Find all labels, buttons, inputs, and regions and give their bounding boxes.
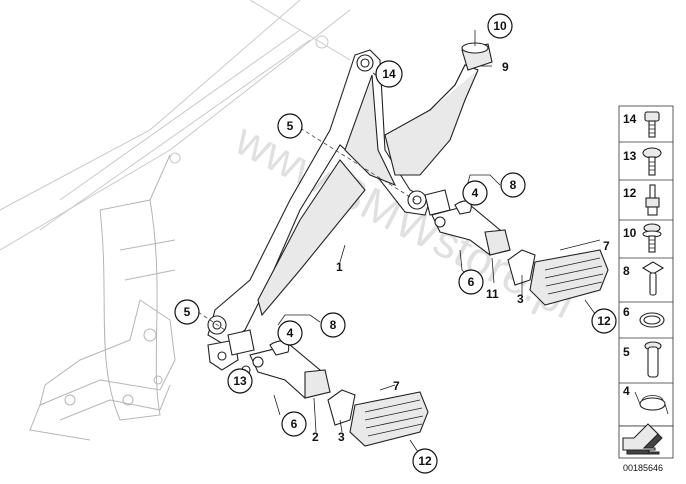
svg-text:12: 12 — [597, 314, 611, 328]
callout-6-lower: 6 — [281, 411, 307, 437]
legend-label-8: 8 — [623, 264, 630, 278]
callout-6-upper: 6 — [458, 269, 484, 295]
callout-12-upper: 12 — [591, 308, 617, 334]
callout-4-upper: 4 — [462, 180, 488, 206]
callout-14: 14 — [375, 60, 403, 88]
legend-label-10: 10 — [623, 226, 637, 240]
diagram-code: 00185646 — [623, 463, 663, 473]
spring-washer-screw-icon — [642, 223, 662, 253]
legend-panel: 14 13 12 10 8 — [618, 105, 674, 459]
lower-footrest-assembly — [227, 329, 429, 447]
legend-label-13: 13 — [623, 149, 637, 163]
svg-text:10: 10 — [493, 19, 507, 33]
callout-8-lower: 8 — [320, 312, 346, 338]
callout-11: 11 — [486, 287, 499, 301]
circlip-ring-icon — [639, 312, 665, 328]
callout-10: 10 — [487, 13, 513, 39]
callout-1: 1 — [336, 260, 343, 274]
svg-text:12: 12 — [418, 454, 432, 468]
callout-5-upper: 5 — [277, 113, 303, 139]
legend-label-12: 12 — [623, 186, 637, 200]
callout-9: 9 — [502, 60, 509, 74]
callout-12-lower: 12 — [412, 448, 438, 474]
upper-footrest-assembly — [424, 189, 609, 306]
rubber-buffer — [461, 42, 493, 71]
svg-text:5: 5 — [184, 305, 191, 319]
split-pin-icon — [641, 261, 665, 296]
torsion-spring-icon — [634, 391, 669, 415]
rear-bracket-arm — [384, 64, 479, 176]
callout-13: 13 — [227, 368, 253, 394]
legend-label-5: 5 — [623, 345, 630, 359]
svg-text:8: 8 — [330, 318, 337, 332]
callout-5-lower: 5 — [174, 299, 200, 325]
svg-text:4: 4 — [472, 186, 479, 200]
svg-text:6: 6 — [468, 275, 475, 289]
svg-text:14: 14 — [382, 67, 396, 81]
svg-text:4: 4 — [287, 326, 294, 340]
direction-arrow-icon — [622, 423, 663, 455]
legend-label-14: 14 — [623, 112, 637, 126]
svg-text:8: 8 — [510, 178, 517, 192]
callout-3-lower: 3 — [338, 430, 345, 444]
pin-icon — [644, 341, 662, 378]
callout-7-lower: 7 — [393, 379, 400, 393]
footrest-bracket — [207, 49, 431, 371]
legend-label-6: 6 — [623, 305, 630, 319]
svg-text:5: 5 — [287, 119, 294, 133]
svg-text:13: 13 — [233, 374, 247, 388]
callout-4-lower: 4 — [277, 320, 303, 346]
stud-bolt-icon — [645, 184, 660, 216]
callout-7-upper: 7 — [603, 239, 610, 253]
callout-2: 2 — [312, 430, 319, 444]
svg-text:6: 6 — [291, 417, 298, 431]
frame-background — [0, 0, 351, 441]
callout-3-upper: 3 — [517, 292, 524, 306]
callout-8-upper: 8 — [500, 172, 526, 198]
socket-cap-screw-icon — [644, 111, 660, 138]
legend-label-4: 4 — [623, 384, 630, 398]
torx-screw-icon — [642, 147, 662, 176]
